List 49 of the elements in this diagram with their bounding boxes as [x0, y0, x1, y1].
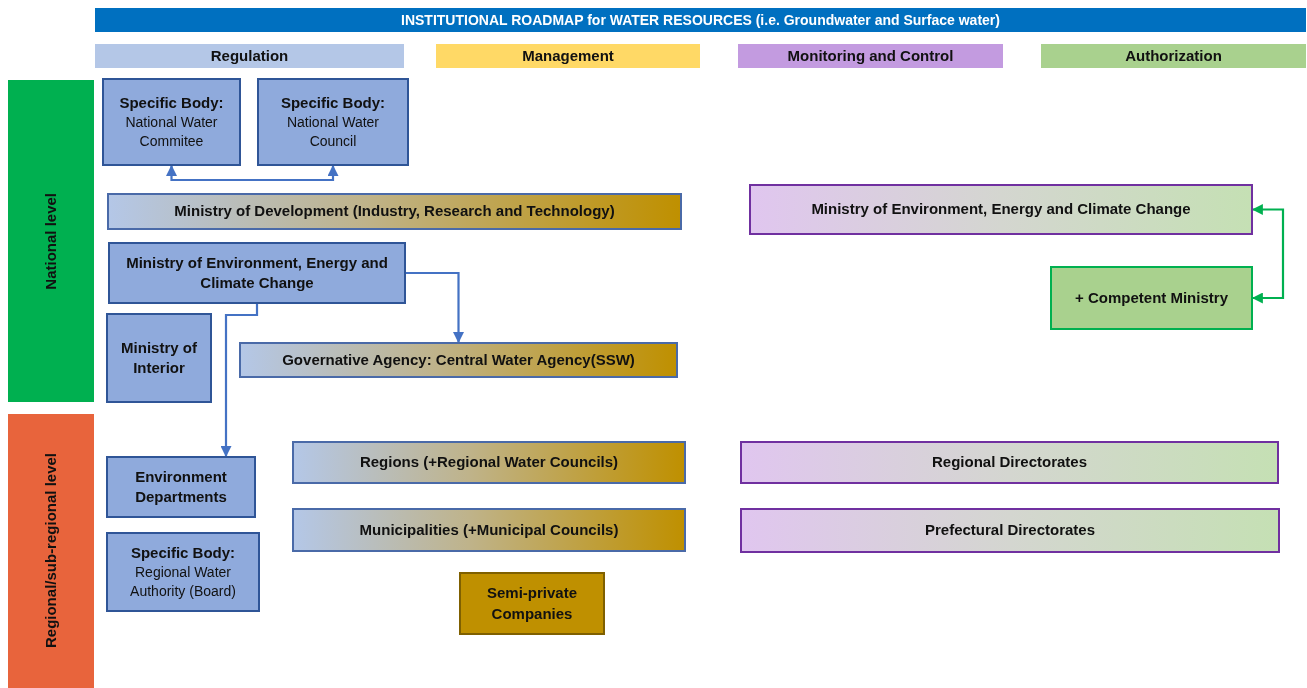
box-text: Ministry of Interior — [120, 337, 198, 378]
box-text: Governative Agency: Central Water Agency(SSW) — [282, 349, 635, 370]
box-text: National Water Council — [285, 113, 381, 151]
org-box — [1050, 266, 1253, 330]
box-text: Regional Directorates — [931, 452, 1087, 473]
org-box — [102, 78, 241, 166]
column-header — [436, 44, 700, 68]
box-text: Ministry of Environment, Energy and Climate Change — [811, 199, 1191, 220]
org-box — [106, 313, 212, 403]
org-box — [740, 441, 1279, 484]
box-text: Regions (+Regional Water Councils) — [359, 452, 619, 473]
connector-arrow — [406, 271, 464, 344]
box-heading: Specific Body: — [119, 93, 224, 113]
org-box — [106, 456, 256, 518]
org-box — [292, 441, 686, 484]
box-text: Ministry of Development (Industry, Research and Technology) — [174, 201, 615, 222]
org-box — [107, 193, 682, 230]
org-box — [239, 342, 678, 378]
org-box — [257, 78, 409, 166]
box-text: Ministry of Environment, Energy and Climate Change — [125, 252, 389, 293]
title-banner: INSTITUTIONAL ROADMAP for WATER RESOURCES (i.e. Groundwater and Surface water) — [95, 8, 1306, 32]
box-text: Municipalities (+Municipal Councils) — [359, 519, 619, 540]
column-header — [738, 44, 1003, 68]
org-box — [106, 532, 260, 612]
connector-arrow — [220, 304, 259, 458]
box-text: National Water Commitee — [124, 113, 219, 151]
org-box — [740, 508, 1280, 553]
row-band — [8, 414, 94, 688]
column-header — [95, 44, 404, 68]
column-title: Authorization — [1125, 45, 1222, 66]
box-heading: Specific Body: — [130, 543, 236, 563]
column-title: Regulation — [210, 45, 289, 66]
box-heading: Specific Body: — [280, 93, 386, 113]
org-box — [459, 572, 605, 635]
connector-arrow — [166, 164, 339, 182]
box-text: + Competent Ministry — [1075, 287, 1228, 308]
box-text: Environment Departments — [134, 466, 228, 507]
box-text: Regional Water Authority (Board) — [129, 563, 237, 601]
row-title: Regional/sub-regional level — [40, 453, 60, 649]
box-text: Semi-private Companies — [485, 583, 578, 624]
column-header — [1041, 44, 1306, 68]
org-box — [292, 508, 686, 552]
org-box — [749, 184, 1253, 235]
row-band — [8, 80, 94, 402]
column-title: Management — [522, 45, 614, 66]
box-text: Prefectural Directorates — [924, 520, 1096, 541]
column-title: Monitoring and Control — [787, 45, 954, 66]
org-box — [108, 242, 406, 304]
row-title: National level — [40, 192, 60, 290]
